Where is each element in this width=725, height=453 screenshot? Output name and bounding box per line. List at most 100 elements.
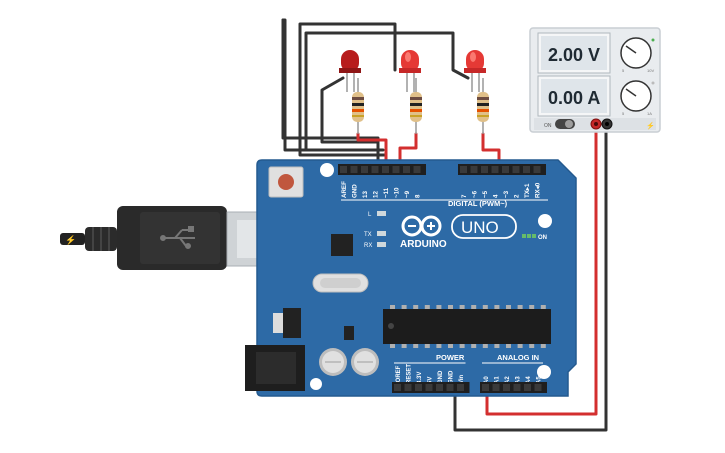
voltage-knob[interactable]: 5 10V [620,37,654,73]
header-pin-label: A0 [484,376,490,384]
digital-pin-socket[interactable] [523,166,530,173]
digital-pin-socket[interactable] [470,166,478,173]
status-leds: L TX RX [364,211,386,249]
digital-pin-label: 12 [373,191,380,198]
digital-pin-socket[interactable] [371,166,379,173]
digital-pin-socket[interactable] [392,166,400,173]
power-supply[interactable]: 2.00 V 0.00 A 5 10V 5 1A ON ⚡ [529,27,661,133]
digital-pin-socket[interactable] [460,166,467,173]
power-switch-label: ON [544,123,552,129]
digital-pin-socket[interactable] [533,166,541,173]
digital-pin-socket[interactable] [340,166,347,173]
digital-pin-label: ~5 [482,190,489,198]
digital-pin-label: GND [352,184,359,198]
header-pin-label: 5V [428,377,434,384]
capacitor-1 [319,348,347,376]
wire-black-5[interactable] [281,18,380,170]
digital-pin-socket[interactable] [413,166,421,173]
header-pin-label: GND [438,370,444,384]
digital-pin-socket[interactable] [361,166,368,173]
lightning-icon: ⚡ [646,121,655,130]
header-pin-socket[interactable] [404,384,412,391]
digital-pin-label: ~9 [404,190,411,198]
header-pin-label: A5 [537,376,543,384]
header-pin-label: IOREF [396,365,402,384]
wires [281,18,608,432]
led-rx-label: RX [364,243,372,249]
digital-pin-label: 4 [493,194,500,198]
resistor-2[interactable] [410,78,422,134]
digital-pin-label: ~11 [383,187,390,198]
digital-pin-socket[interactable] [512,166,520,173]
wire-black-3[interactable] [304,31,470,152]
digital-pin-label: ~10 [394,187,401,198]
cv-indicator [651,38,655,42]
brand-label: ARDUINO [400,239,447,250]
current-knob[interactable]: 5 1A [620,80,652,116]
lightning-icon: ⚡ [65,234,76,246]
header-pin-socket[interactable] [482,384,489,391]
led-l-label: L [368,212,372,218]
resistor-1[interactable] [352,78,364,134]
header-pin-socket[interactable] [457,384,464,391]
header-pin-label: A3 [516,376,522,384]
header-pin-socket[interactable] [436,384,443,391]
voltage-regulator [273,308,301,338]
current-knob-min: 5 [622,111,625,116]
digital-pin-label: 7 [461,194,468,198]
digital-pin-socket[interactable] [481,166,488,173]
header-pin-label: RESET [407,364,413,384]
header-pin-socket[interactable] [503,384,510,391]
wire-a0-psu[interactable] [485,122,598,416]
header-pin-socket[interactable] [513,384,521,391]
arduino-logo: ARDUINO [400,215,447,250]
digital-pin-socket[interactable] [491,166,499,173]
digital-pin-socket[interactable] [350,166,358,173]
reset-button[interactable] [268,166,304,198]
wire-red-3[interactable] [481,132,501,170]
usb-icon [160,226,195,249]
header-pin-socket[interactable] [446,384,454,391]
header-title: ANALOG IN [497,353,539,362]
current-display: 0.00 A [548,88,600,108]
header-pin-socket[interactable] [524,384,531,391]
digital-pin-socket[interactable] [403,166,410,173]
header-pin-socket[interactable] [534,384,542,391]
voltage-knob-max: 10V [647,68,654,73]
resistor-3[interactable] [477,78,489,134]
wire-black-1[interactable] [298,22,397,170]
digital-header-title: DIGITAL (PWM~) [448,199,508,208]
header-pin-label: A2 [505,376,511,384]
capacitor-2 [351,348,379,376]
atmega-chip [383,305,551,348]
led-3[interactable] [464,50,486,92]
led-2[interactable] [399,50,421,92]
digital-pin-label: ~6 [472,190,479,198]
digital-pin-socket[interactable] [502,166,509,173]
digital-pin-label: 13 [362,191,369,198]
header-pin-socket[interactable] [492,384,500,391]
header-pin-socket[interactable] [415,384,422,391]
model-label: UNO [461,218,499,237]
uno-badge: UNO [451,214,517,239]
current-knob-max: 1A [647,111,652,116]
wire-red-1[interactable] [356,132,388,170]
dc-power-jack[interactable] [245,345,305,391]
led-1[interactable] [339,50,361,92]
crystal [312,273,369,293]
header-pin-socket[interactable] [425,384,433,391]
wire-gnd-psu[interactable] [453,122,608,432]
on-label: ON [538,235,547,241]
header-pin-socket[interactable] [394,384,401,391]
wire-red-2[interactable] [398,132,418,170]
cc-indicator [651,81,655,85]
wire-black-2[interactable] [281,18,380,170]
header-pin-label: Vin [459,374,465,384]
digital-pin-socket[interactable] [382,166,389,173]
digital-pin-label: 8 [415,194,422,198]
digital-pin-label: ~3 [503,190,510,198]
